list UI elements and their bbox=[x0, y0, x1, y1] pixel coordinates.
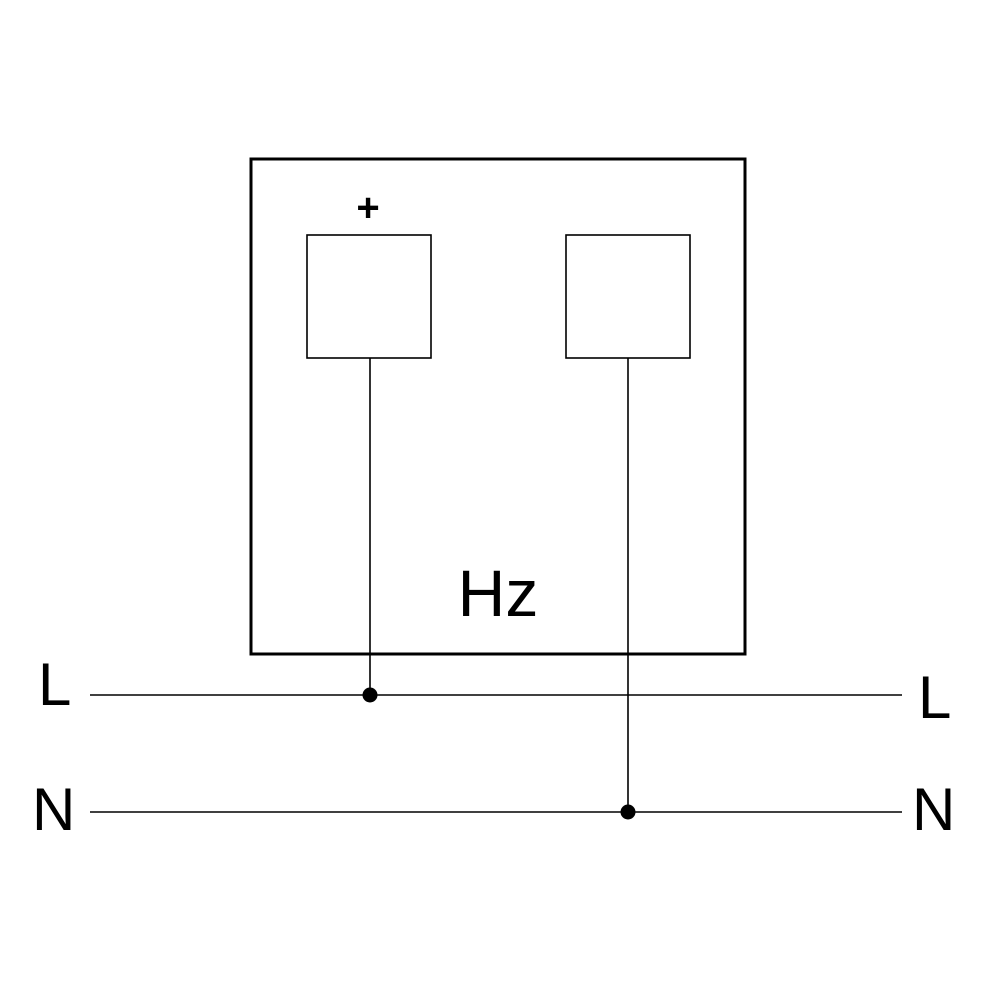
terminal-plus-label: + bbox=[356, 186, 379, 230]
neutral-label-right: N bbox=[912, 776, 955, 843]
neutral-label-left: N bbox=[32, 776, 75, 843]
live-label-left: L bbox=[38, 651, 71, 718]
terminal-left bbox=[306, 234, 432, 359]
meter-unit-label: Hz bbox=[458, 556, 539, 630]
junction-dot-neutral bbox=[620, 804, 636, 820]
meter-housing bbox=[249, 157, 747, 656]
terminal-right bbox=[565, 234, 691, 359]
live-label-right: L bbox=[918, 664, 951, 731]
junction-dot-live bbox=[362, 687, 378, 703]
